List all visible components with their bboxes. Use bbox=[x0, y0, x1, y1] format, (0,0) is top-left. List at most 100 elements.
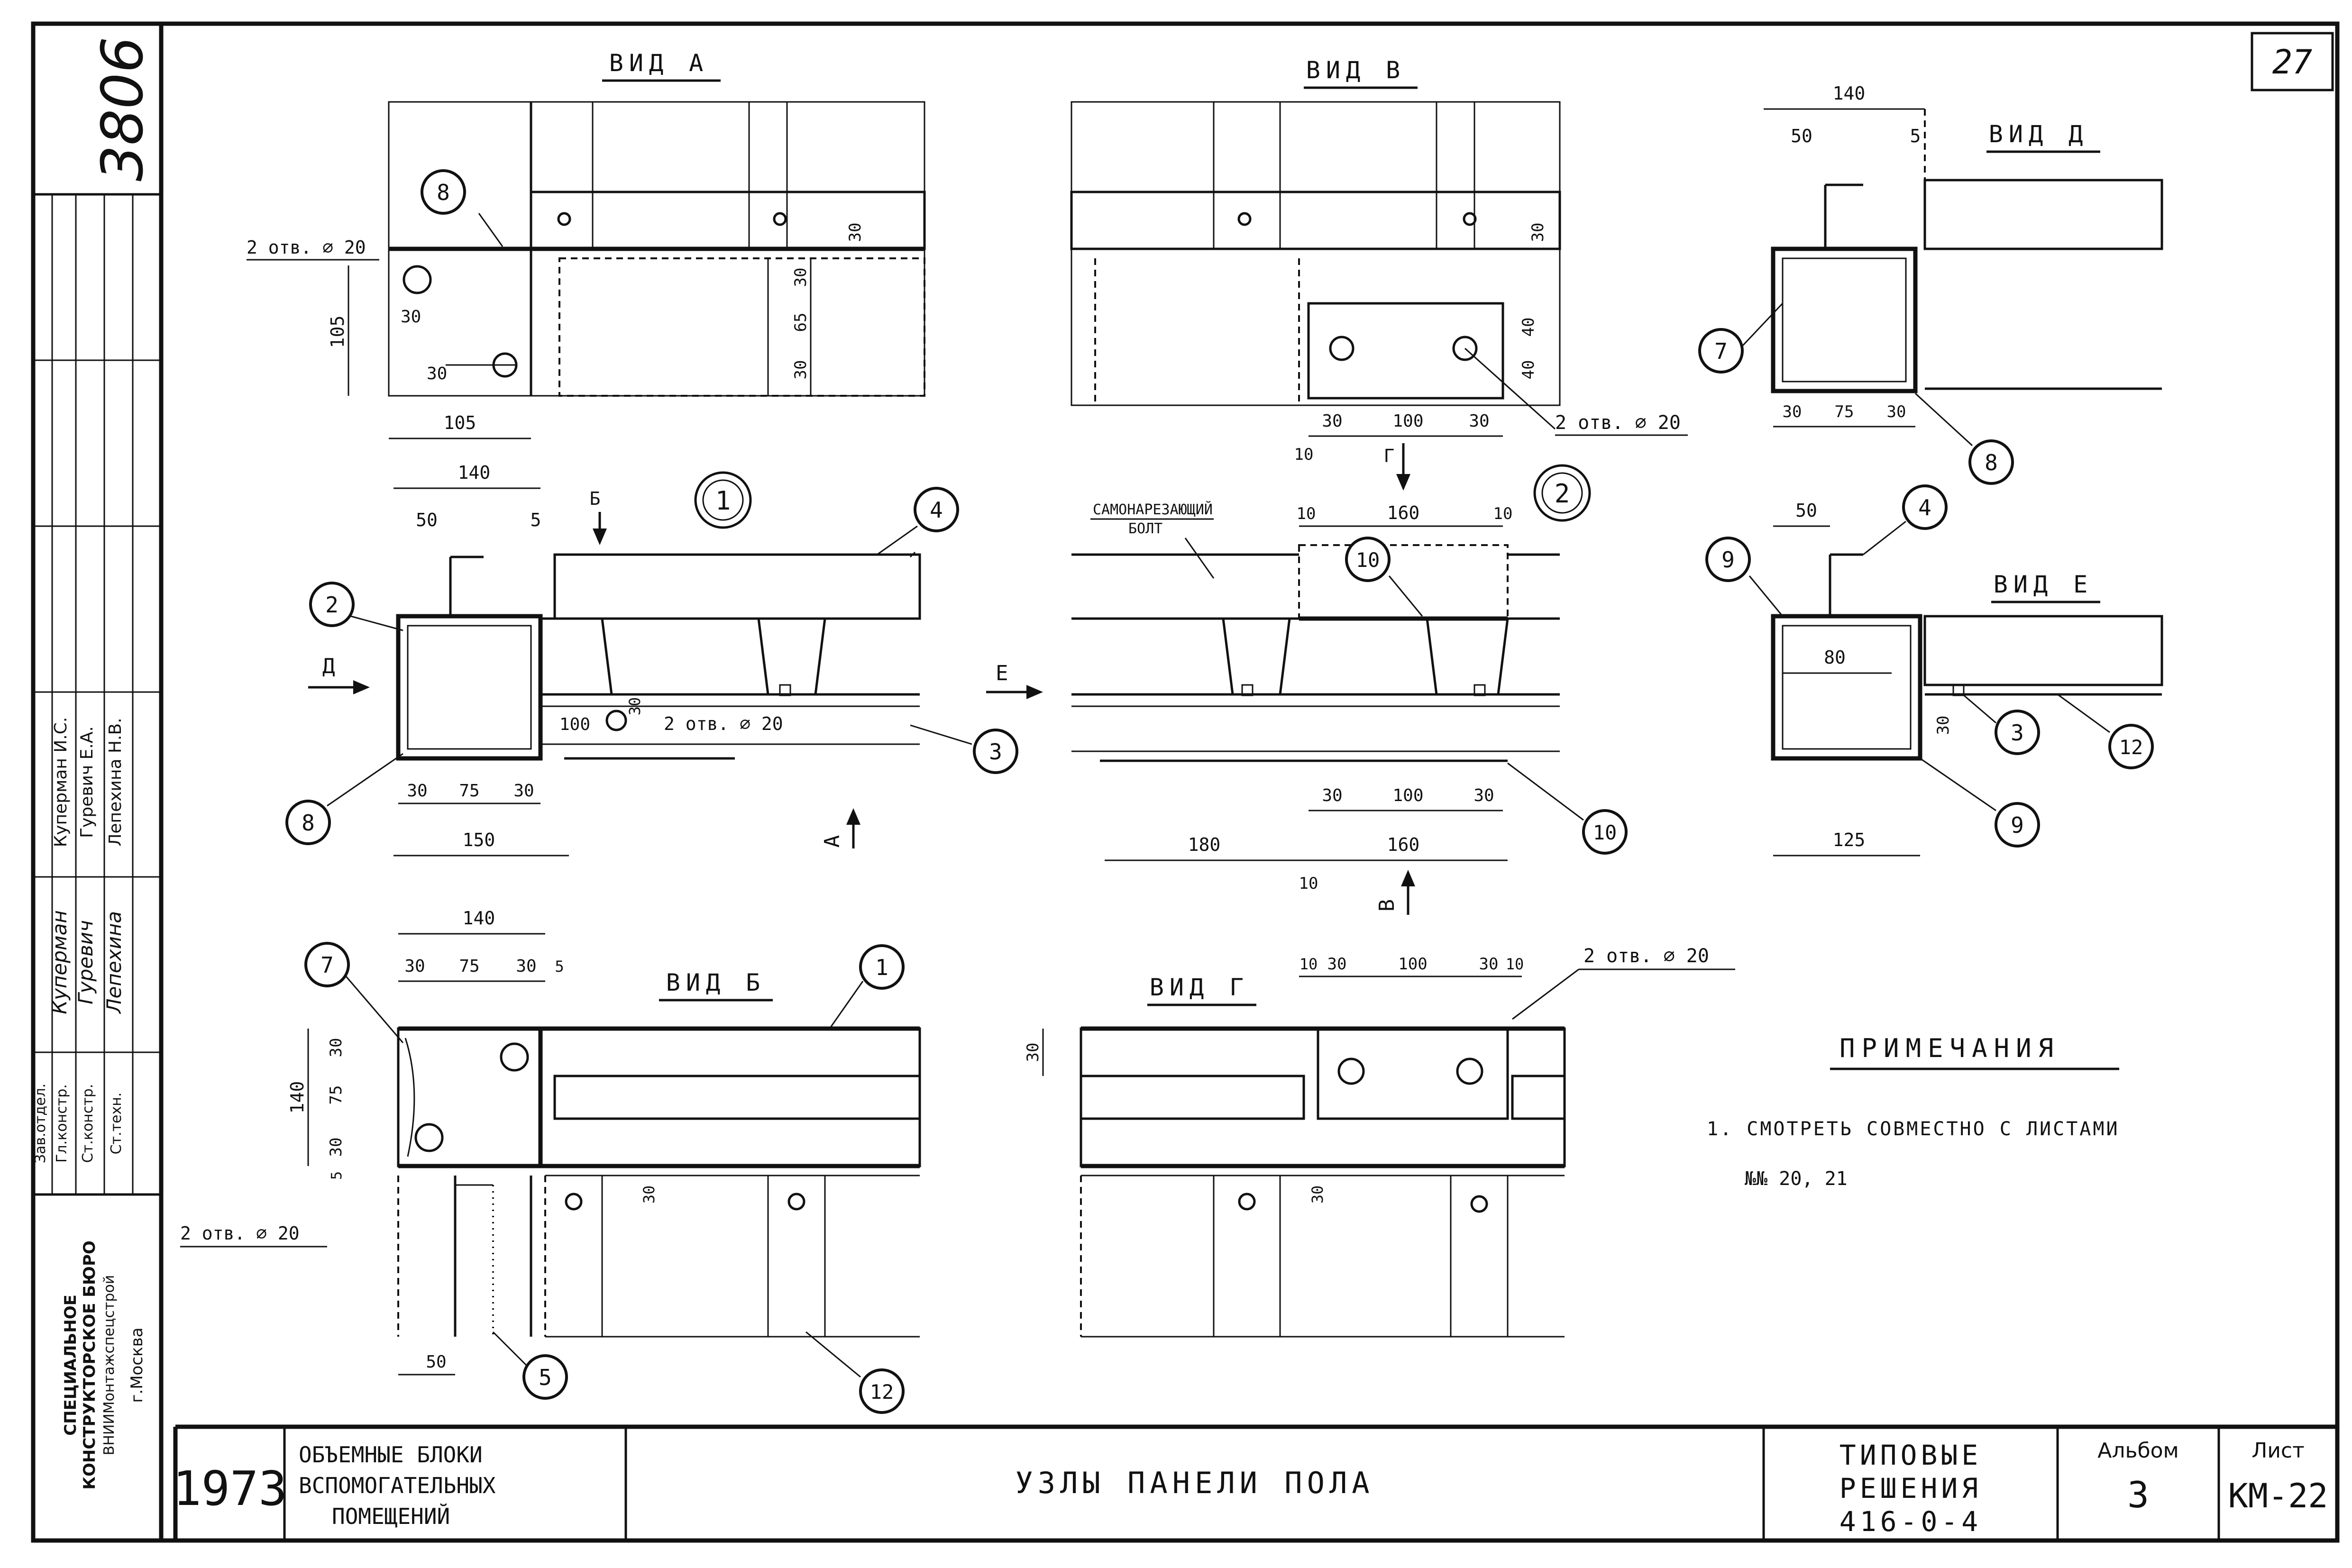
view-g-d30a: 30 bbox=[1327, 955, 1347, 974]
view-v-d30: 30 bbox=[1528, 223, 1547, 242]
view-b-d140v: 140 bbox=[287, 1081, 308, 1114]
signature-1: Куперман bbox=[48, 910, 71, 1014]
view-b-d30c: 30 bbox=[327, 1038, 346, 1057]
series-line-1: ТИПОВЫЕ bbox=[1840, 1439, 1982, 1471]
view-g-d10a: 10 bbox=[1300, 955, 1318, 973]
view-d-d5: 5 bbox=[1910, 126, 1921, 146]
view-a-d30c: 30 bbox=[846, 223, 865, 242]
callout-9-e-top-label: 9 bbox=[1721, 547, 1735, 573]
album-value: 3 bbox=[2127, 1474, 2149, 1516]
org-line-2: КОНСТРУКТОРСКОЕ БЮРО bbox=[80, 1240, 99, 1490]
node-2-d180: 180 bbox=[1188, 834, 1221, 855]
view-d-d30a: 30 bbox=[1783, 402, 1802, 421]
node-2-number: 2 bbox=[1555, 479, 1570, 509]
series-line-3: 416-0-4 bbox=[1840, 1505, 1982, 1538]
view-a: ВИД А 2 отв. ⌀ 20 30 30 105 105 30 30 65… bbox=[247, 49, 926, 439]
callout-12-e-label: 12 bbox=[2119, 736, 2143, 759]
view-a-d30e: 30 bbox=[791, 360, 810, 380]
node-1-d150: 150 bbox=[463, 830, 495, 850]
cut-g-label: Г bbox=[1384, 446, 1395, 466]
callout-8-d: 8 bbox=[1914, 392, 2014, 485]
view-g-d30b: 30 bbox=[1479, 955, 1499, 974]
callout-9-e-bottom-label: 9 bbox=[2011, 812, 2024, 838]
view-e-d30: 30 bbox=[1934, 716, 1953, 735]
view-g-holes-label: 2 отв. ⌀ 20 bbox=[1583, 945, 1709, 967]
view-b-d5v: 5 bbox=[329, 1171, 345, 1180]
callout-1-b-label: 1 bbox=[875, 955, 888, 980]
view-b: ВИД Б 140 30 75 30 5 30 75 30 140 5 bbox=[180, 908, 921, 1414]
view-a-d105-v: 105 bbox=[327, 316, 348, 348]
callout-12-b-label: 12 bbox=[870, 1380, 894, 1404]
callout-7-d-label: 7 bbox=[1714, 338, 1728, 364]
node-1-holes-label: 2 отв. ⌀ 20 bbox=[664, 713, 783, 734]
role-1: Зав.отдел. bbox=[32, 1084, 49, 1164]
callout-2-n1-label: 2 bbox=[325, 592, 339, 618]
view-e: ВИД Е 50 80 30 125 4 9 3 bbox=[1705, 484, 2163, 857]
view-d: ВИД Д 140 50 5 30 75 30 7 8 bbox=[1698, 83, 2163, 485]
node-2-d160: 160 bbox=[1387, 502, 1420, 523]
cut-e-label: Е bbox=[996, 661, 1008, 685]
view-e-d125: 125 bbox=[1833, 830, 1866, 850]
city: г.Москва bbox=[128, 1328, 146, 1403]
view-b-d30d: 30 bbox=[327, 1138, 346, 1157]
view-b-d30e: 30 bbox=[640, 1185, 658, 1204]
view-v-holes-label: 2 отв. ⌀ 20 bbox=[1555, 412, 1681, 434]
view-v: ВИД В 30 40 40 30 100 30 10 2 отв. ⌀ 20 … bbox=[1070, 56, 1688, 491]
callout-4-n1: 4 bbox=[877, 487, 959, 558]
view-a-d30d: 30 bbox=[791, 268, 810, 287]
node-1-d100: 100 bbox=[559, 715, 590, 734]
callout-8-a-label: 8 bbox=[437, 180, 450, 205]
callout-10-top: 10 bbox=[1345, 537, 1423, 617]
node-1: 1 140 50 5 Б 100 2 отв. ⌀ 20 30 30 75 30… bbox=[285, 462, 1018, 857]
node-1-d50: 50 bbox=[416, 510, 438, 530]
view-v-d40a: 40 bbox=[1519, 318, 1538, 337]
series-line-2: РЕШЕНИЯ bbox=[1840, 1472, 1982, 1504]
view-e-d80: 80 bbox=[1824, 647, 1846, 668]
node-1-number: 1 bbox=[715, 486, 731, 516]
node-2-d10a: 10 bbox=[1297, 504, 1316, 523]
node-2-d30a: 30 bbox=[1322, 786, 1342, 805]
bolt-label-2: БОЛТ bbox=[1128, 520, 1162, 537]
node-1-d5: 5 bbox=[531, 510, 541, 530]
view-d-title: ВИД Д bbox=[1989, 120, 2089, 148]
view-g-title: ВИД Г bbox=[1150, 974, 1250, 1001]
callout-7-d: 7 bbox=[1698, 302, 1784, 374]
node-1-d30a: 30 bbox=[407, 781, 427, 801]
callout-10-bottom: 10 bbox=[1507, 762, 1628, 855]
sheet-label: Лист bbox=[2251, 1439, 2305, 1463]
callout-8-n1: 8 bbox=[285, 753, 403, 845]
org-line-1: СПЕЦИАЛЬНОЕ bbox=[61, 1295, 80, 1436]
view-a-holes-label: 2 отв. ⌀ 20 bbox=[247, 237, 366, 258]
node-2-d10c: 10 bbox=[1299, 874, 1318, 893]
role-3: Ст.констр. bbox=[80, 1084, 96, 1163]
view-a-title: ВИД А bbox=[609, 49, 709, 77]
callout-8-d-label: 8 bbox=[1985, 450, 1998, 475]
view-d-d50: 50 bbox=[1791, 126, 1812, 146]
notes: ПРИМЕЧАНИЯ 1. СМОТРЕТЬ СОВМЕСТНО С ЛИСТА… bbox=[1707, 1033, 2119, 1190]
album-label: Альбом bbox=[2097, 1439, 2178, 1463]
view-b-d30a: 30 bbox=[404, 957, 425, 976]
callout-3-n1-label: 3 bbox=[989, 739, 1002, 765]
view-e-d50: 50 bbox=[1795, 500, 1817, 521]
view-d-d140: 140 bbox=[1833, 83, 1866, 104]
callout-7-b-label: 7 bbox=[320, 952, 334, 978]
callout-4-n1-label: 4 bbox=[930, 497, 943, 523]
node-1-d30: 30 bbox=[626, 697, 644, 716]
view-b-d75v: 75 bbox=[327, 1085, 346, 1105]
sheet-frame bbox=[31, 21, 2340, 1543]
view-a-d105-h: 105 bbox=[444, 412, 476, 433]
node-2-d10b: 10 bbox=[1493, 504, 1513, 523]
corner-number-box: 27 bbox=[2251, 32, 2334, 91]
callout-4-e: 4 bbox=[1863, 484, 1948, 556]
cut-a-label: А bbox=[820, 835, 844, 848]
drawing-title: УЗЛЫ ПАНЕЛИ ПОЛА bbox=[1015, 1466, 1374, 1500]
view-v-d30b: 30 bbox=[1469, 411, 1489, 431]
node-2-d100: 100 bbox=[1392, 786, 1423, 805]
view-d-d30b: 30 bbox=[1887, 402, 1906, 421]
node-1-d75: 75 bbox=[459, 781, 479, 801]
callout-8-n1-label: 8 bbox=[302, 810, 315, 836]
view-v-d10: 10 bbox=[1294, 445, 1314, 464]
year: 1973 bbox=[173, 1461, 287, 1516]
callout-9-e-top: 9 bbox=[1705, 537, 1784, 617]
